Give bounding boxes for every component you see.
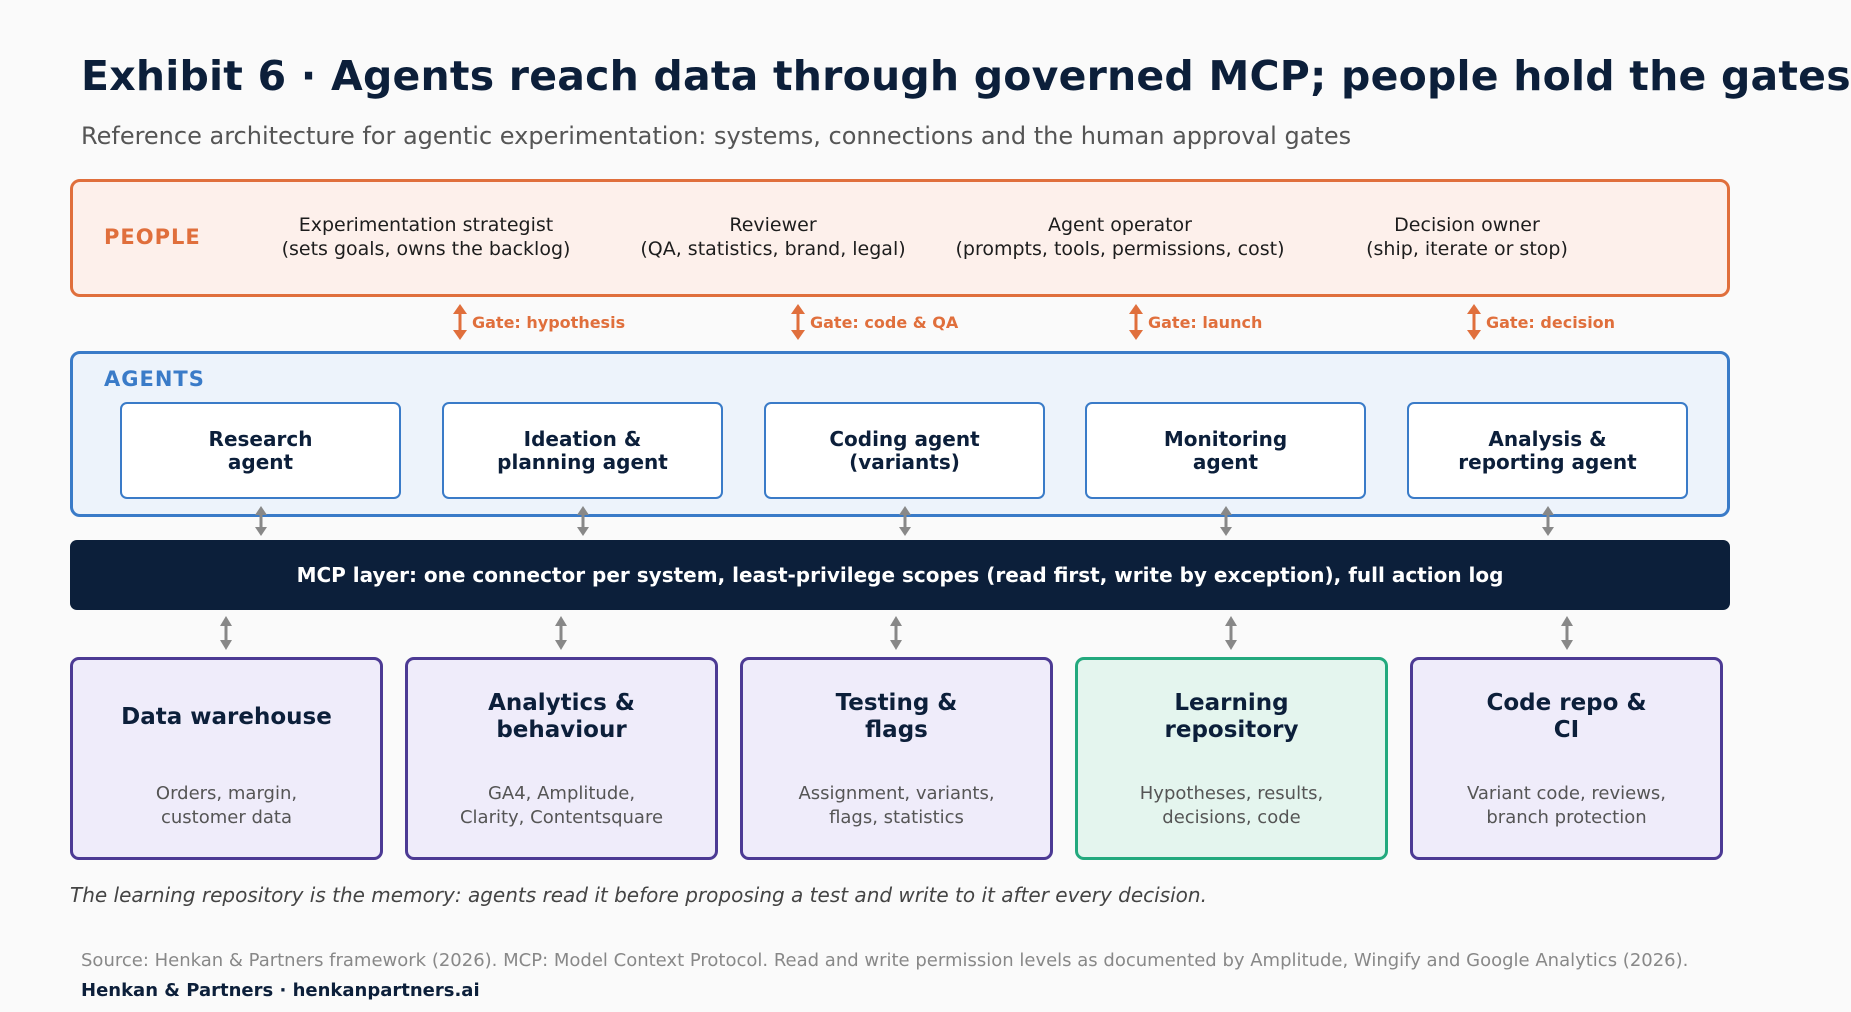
gate-decision: Gate: decision bbox=[1466, 304, 1615, 340]
double-arrow-icon bbox=[1561, 616, 1573, 650]
role-agent-operator: Agent operator (prompts, tools, permissi… bbox=[940, 213, 1300, 261]
system-desc-line: branch protection bbox=[1486, 807, 1647, 828]
agent-line: Coding agent bbox=[829, 426, 980, 451]
gate-label: Gate: hypothesis bbox=[472, 312, 626, 332]
agent-coding: Coding agent(variants) bbox=[764, 402, 1045, 499]
system-title: Code repo &CI bbox=[1413, 660, 1720, 774]
system-description: Assignment, variants, flags, statistics bbox=[743, 782, 1050, 830]
system-title-line: Code repo & bbox=[1486, 690, 1647, 716]
gate-code-qa: Gate: code & QA bbox=[790, 304, 958, 340]
agent-line: reporting agent bbox=[1458, 449, 1637, 474]
double-arrow-icon bbox=[555, 616, 567, 650]
role-detail: (QA, statistics, brand, legal) bbox=[640, 238, 906, 260]
system-title-line: flags bbox=[865, 717, 928, 743]
role-name: Reviewer bbox=[729, 214, 817, 236]
agent-line: agent bbox=[1192, 449, 1259, 474]
brand-line: Henkan & Partners · henkanpartners.ai bbox=[81, 980, 480, 1001]
system-desc-line: flags, statistics bbox=[829, 807, 964, 828]
gate-hypothesis: Gate: hypothesis bbox=[452, 304, 625, 340]
source-line: Source: Henkan & Partners framework (202… bbox=[81, 950, 1689, 971]
role-name: Agent operator bbox=[1048, 214, 1192, 236]
people-label: PEOPLE bbox=[104, 225, 201, 249]
double-arrow-icon bbox=[791, 304, 805, 340]
system-title: Data warehouse bbox=[73, 660, 380, 774]
system-title-line: Data warehouse bbox=[121, 703, 332, 730]
agents-label: AGENTS bbox=[104, 367, 205, 391]
system-description: Hypotheses, results, decisions, code bbox=[1078, 782, 1385, 830]
mcp-layer-bar: MCP layer: one connector per system, lea… bbox=[70, 540, 1730, 610]
agent-line: agent bbox=[227, 449, 294, 474]
double-arrow-icon bbox=[1542, 506, 1554, 536]
double-arrow-icon bbox=[890, 616, 902, 650]
double-arrow-icon bbox=[220, 616, 232, 650]
agent-ideation-planning: Ideation &planning agent bbox=[442, 402, 723, 499]
agent-line: (variants) bbox=[849, 449, 960, 474]
role-reviewer: Reviewer (QA, statistics, brand, legal) bbox=[593, 213, 953, 261]
role-detail: (sets goals, owns the backlog) bbox=[281, 238, 571, 260]
agent-line: planning agent bbox=[497, 449, 668, 474]
system-desc-line: Variant code, reviews, bbox=[1466, 783, 1667, 804]
system-analytics-behaviour: Analytics &behaviour GA4, Amplitude, Clar… bbox=[405, 657, 718, 860]
gate-launch: Gate: launch bbox=[1128, 304, 1262, 340]
double-arrow-icon bbox=[255, 506, 267, 536]
agent-line: Analysis & bbox=[1488, 426, 1607, 451]
system-title-line: CI bbox=[1553, 717, 1580, 743]
agent-line: Ideation & bbox=[523, 426, 642, 451]
system-desc-line: Orders, margin, bbox=[155, 783, 298, 804]
system-title: Testing &flags bbox=[743, 660, 1050, 774]
page-subtitle: Reference architecture for agentic exper… bbox=[81, 122, 1352, 150]
double-arrow-icon bbox=[1220, 506, 1232, 536]
system-title-line: Testing & bbox=[835, 690, 958, 716]
double-arrow-icon bbox=[1467, 304, 1481, 340]
system-title-line: Analytics & bbox=[488, 690, 635, 716]
system-title: Analytics &behaviour bbox=[408, 660, 715, 774]
agent-line: Monitoring bbox=[1163, 426, 1288, 451]
agent-analysis-reporting: Analysis &reporting agent bbox=[1407, 402, 1688, 499]
double-arrow-icon bbox=[1225, 616, 1237, 650]
double-arrow-icon bbox=[453, 304, 467, 340]
role-name: Decision owner bbox=[1394, 214, 1540, 236]
system-description: Variant code, reviews, branch protection bbox=[1413, 782, 1720, 830]
footnote-learning-repository: The learning repository is the memory: a… bbox=[70, 883, 1207, 907]
system-title-line: behaviour bbox=[496, 717, 627, 743]
role-experimentation-strategist: Experimentation strategist (sets goals, … bbox=[246, 213, 606, 261]
double-arrow-icon bbox=[1129, 304, 1143, 340]
gate-label: Gate: launch bbox=[1148, 312, 1263, 332]
system-title-line: repository bbox=[1164, 717, 1299, 743]
system-desc-line: customer data bbox=[160, 807, 293, 828]
role-detail: (prompts, tools, permissions, cost) bbox=[955, 238, 1285, 260]
system-code-repo-ci: Code repo &CI Variant code, reviews, bran… bbox=[1410, 657, 1723, 860]
double-arrow-icon bbox=[899, 506, 911, 536]
system-desc-line: Clarity, Contentsquare bbox=[459, 807, 664, 828]
system-testing-flags: Testing &flags Assignment, variants, flag… bbox=[740, 657, 1053, 860]
system-desc-line: decisions, code bbox=[1162, 807, 1301, 828]
gate-label: Gate: code & QA bbox=[810, 312, 959, 332]
agent-line: Research bbox=[208, 426, 313, 451]
system-desc-line: GA4, Amplitude, bbox=[487, 783, 636, 804]
system-data-warehouse: Data warehouse Orders, margin, customer d… bbox=[70, 657, 383, 860]
system-desc-line: Assignment, variants, bbox=[798, 783, 995, 804]
system-desc-line: Hypotheses, results, bbox=[1139, 783, 1324, 804]
gate-label: Gate: decision bbox=[1486, 312, 1616, 332]
double-arrow-icon bbox=[577, 506, 589, 536]
role-detail: (ship, iterate or stop) bbox=[1366, 238, 1568, 260]
role-decision-owner: Decision owner (ship, iterate or stop) bbox=[1287, 213, 1647, 261]
role-name: Experimentation strategist bbox=[298, 214, 554, 236]
system-description: Orders, margin, customer data bbox=[73, 782, 380, 830]
system-description: GA4, Amplitude, Clarity, Contentsquare bbox=[408, 782, 715, 830]
page-title: Exhibit 6 · Agents reach data through go… bbox=[81, 52, 1851, 100]
people-band bbox=[70, 179, 1730, 297]
system-title-line: Learning bbox=[1174, 690, 1289, 716]
